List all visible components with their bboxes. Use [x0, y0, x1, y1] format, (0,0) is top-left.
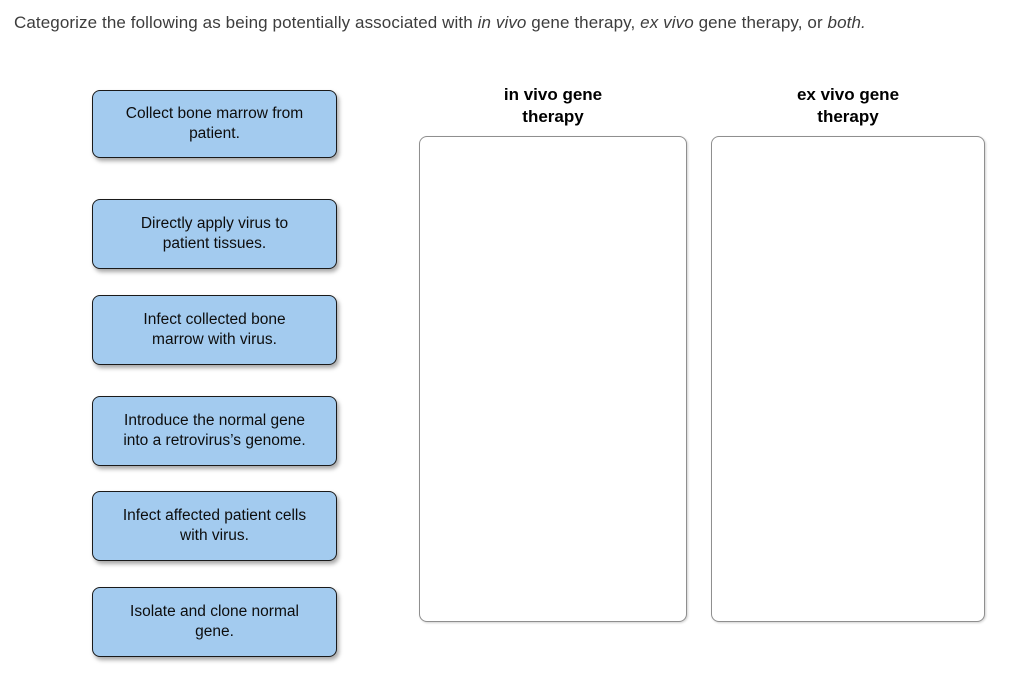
prompt-segment-italic: in vivo	[477, 13, 527, 32]
prompt-segment: gene therapy, or	[693, 13, 828, 32]
draggable-card-introduce-normal-gene[interactable]: Introduce the normal gene into a retrovi…	[92, 396, 337, 466]
column-header-ex-vivo: ex vivo gene therapy	[796, 85, 900, 126]
column-header-in-vivo: in vivo gene therapy	[503, 85, 603, 126]
dropzone-ex-vivo[interactable]	[711, 136, 985, 622]
dropzone-in-vivo[interactable]	[419, 136, 687, 622]
draggable-card-directly-apply-virus[interactable]: Directly apply virus to patient tissues.	[92, 199, 337, 269]
prompt-segment: gene therapy,	[526, 13, 641, 32]
draggable-card-collect-bone-marrow[interactable]: Collect bone marrow from patient.	[92, 90, 337, 158]
draggable-card-infect-collected-bone-marrow[interactable]: Infect collected bone marrow with virus.	[92, 295, 337, 365]
prompt-segment-italic: ex vivo	[640, 13, 694, 32]
question-prompt: Categorize the following as being potent…	[14, 13, 866, 33]
draggable-card-isolate-and-clone[interactable]: Isolate and clone normal gene.	[92, 587, 337, 657]
prompt-segment-italic: both.	[827, 13, 866, 32]
prompt-segment: Categorize the following as being potent…	[14, 13, 478, 32]
draggable-card-infect-affected-patient-cells[interactable]: Infect affected patient cells with virus…	[92, 491, 337, 561]
